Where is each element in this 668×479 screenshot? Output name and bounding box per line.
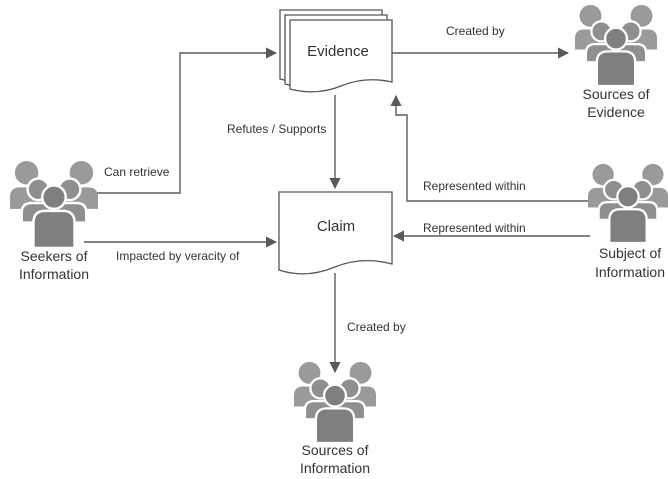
- sources-evidence-label-line2: Evidence: [587, 104, 645, 120]
- edge-label-impacted-veracity: Impacted by veracity of: [116, 249, 240, 263]
- sources-information-label-line2: Information: [300, 460, 370, 476]
- sources-evidence-label-line1: Sources of: [583, 86, 650, 102]
- edge-subject-to-evidence: [390, 94, 590, 202]
- seekers-label-line2: Information: [19, 266, 89, 282]
- edge-label-represented-claim: Represented within: [423, 221, 526, 235]
- sources-of-evidence-node[interactable]: Sources of Evidence: [573, 4, 659, 120]
- sources-information-label-line1: Sources of: [302, 442, 369, 458]
- edge-label-can-retrieve: Can retrieve: [104, 165, 170, 179]
- document-icon: [278, 191, 393, 275]
- evidence-label: Evidence: [307, 43, 369, 60]
- edge-label-refutes-supports: Refutes / Supports: [227, 122, 326, 136]
- edge-label-claim-created-by: Created by: [347, 320, 406, 334]
- subject-label-line1: Subject of: [599, 245, 661, 261]
- seekers-label-line1: Seekers of: [21, 248, 88, 264]
- sources-of-information-node[interactable]: Sources of Information: [292, 361, 378, 476]
- subject-of-information-node[interactable]: Subject of Information: [586, 163, 668, 280]
- people-group-icon: [292, 361, 378, 443]
- claim-node[interactable]: Claim: [278, 191, 393, 275]
- claim-label: Claim: [317, 218, 355, 235]
- people-group-icon: [10, 160, 98, 248]
- document-stack-icon: [279, 9, 393, 93]
- edges: [84, 47, 590, 374]
- edge-label-represented-evidence: Represented within: [423, 179, 526, 193]
- edge-seekers-to-evidence: [84, 47, 278, 194]
- people-group-icon: [573, 4, 659, 86]
- subject-label-line2: Information: [595, 264, 665, 280]
- people-group-icon: [586, 163, 668, 243]
- evidence-node[interactable]: Evidence: [279, 9, 393, 93]
- edge-labels: Created by Can retrieve Refutes / Suppor…: [104, 24, 526, 334]
- seekers-of-information-node[interactable]: Seekers of Information: [10, 160, 98, 282]
- edge-label-evidence-created-by: Created by: [446, 24, 505, 38]
